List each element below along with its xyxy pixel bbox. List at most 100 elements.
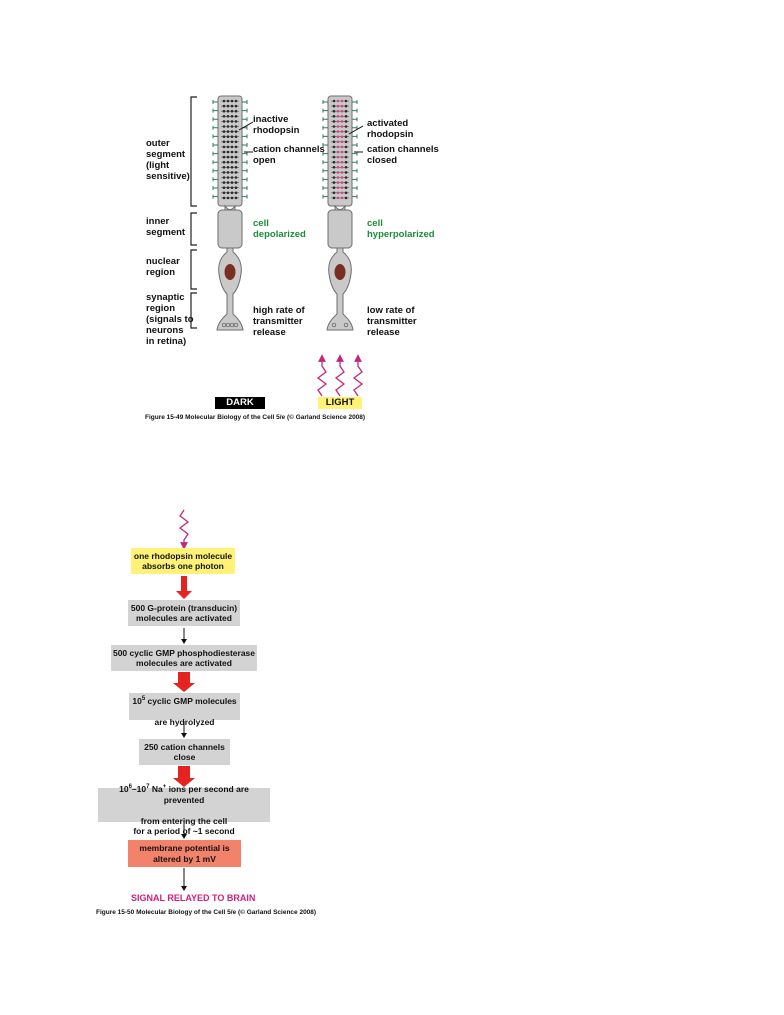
rhodopsin-molecule (234, 171, 238, 174)
rhodopsin-molecule (332, 109, 336, 113)
rhodopsin-molecule (226, 176, 230, 179)
rhodopsin-molecule (222, 104, 226, 108)
rhodopsin-molecule (336, 120, 340, 123)
arrow-step3-to-4 (173, 672, 195, 692)
cation-channel (322, 186, 328, 190)
rhodopsin-molecule (234, 181, 238, 184)
caption-figure-15-50: Figure 15-50 Molecular Biology of the Ce… (96, 909, 317, 916)
rhodopsin-molecule (222, 155, 226, 159)
rhodopsin-molecule (340, 135, 344, 138)
rhodopsin-molecule (332, 120, 336, 123)
cation-channel (212, 117, 218, 122)
rhodopsin-molecule (336, 186, 340, 189)
rhodopsin-molecule (230, 155, 234, 159)
cation-channel (212, 125, 218, 130)
rhodopsin-molecule (340, 181, 344, 184)
rhodopsin-molecule (332, 125, 336, 128)
rhodopsin-molecule (340, 145, 344, 149)
photon-arrows-icon (316, 354, 364, 397)
rhodopsin-molecule (230, 145, 234, 149)
rhodopsin-molecule (222, 130, 226, 133)
step-na-ions-blocked: 106–107 Na+ ions per second are prevente… (98, 784, 270, 836)
cation-channel (322, 160, 328, 165)
rhodopsin-molecule (226, 160, 230, 164)
cation-channel (212, 160, 218, 165)
rhodopsin-molecule (336, 181, 340, 184)
rhodopsin-molecule (234, 166, 238, 169)
cation-channel (352, 100, 358, 104)
rhodopsin-molecule (332, 191, 336, 195)
cation-channel (242, 194, 248, 199)
rhodopsin-molecule (222, 166, 226, 169)
rhodopsin-molecule (332, 135, 336, 138)
rhodopsin-molecule (340, 120, 344, 123)
synaptic-vesicle (343, 322, 349, 328)
rhodopsin-molecule (226, 120, 230, 123)
rhodopsin-molecule (340, 115, 344, 118)
cation-channel (322, 108, 328, 113)
rod-cell-light (322, 95, 358, 331)
label-inner-segment: inner segment (146, 216, 186, 238)
rhodopsin-molecule (340, 186, 344, 189)
rhodopsin-molecule (332, 104, 336, 108)
rhodopsin-molecule (340, 160, 344, 164)
bracket-synaptic (190, 292, 197, 329)
rhodopsin-molecule (230, 150, 234, 154)
step-pde-activated: 500 cyclic GMP phosphodiesterase molecul… (111, 645, 257, 671)
rhodopsin-molecule (222, 120, 226, 123)
rhodopsin-molecule (234, 140, 238, 144)
rhodopsin-molecule (336, 171, 340, 174)
rhodopsin-molecule (344, 166, 348, 169)
cation-channel (322, 143, 328, 147)
rhodopsin-molecule (336, 150, 340, 154)
rhodopsin-molecule (234, 196, 238, 200)
arrow-step6-to-7-head (181, 834, 187, 839)
tag-dark: DARK (215, 397, 265, 409)
cation-channel (212, 100, 218, 104)
rhodopsin-molecule (230, 166, 234, 169)
signal-relayed-label: SIGNAL RELAYED TO BRAIN (131, 893, 256, 903)
rhodopsin-molecule (336, 196, 340, 200)
cation-channel (212, 108, 218, 113)
arrow-step5-to-6 (173, 766, 195, 787)
rhodopsin-molecule (230, 109, 234, 113)
rhodopsin-molecule (234, 160, 238, 164)
rhodopsin-molecule (234, 125, 238, 128)
rhodopsin-molecule (340, 125, 344, 128)
arrow-step1-to-2 (176, 576, 192, 599)
synaptic-vesicle (331, 322, 337, 328)
rhodopsin-molecule (344, 196, 348, 200)
rhodopsin-molecule (332, 140, 336, 144)
rhodopsin-molecule (340, 109, 344, 113)
cation-channel (212, 134, 218, 139)
rhodopsin-molecule (336, 140, 340, 144)
rhodopsin-molecule (230, 160, 234, 164)
cation-channel (352, 160, 358, 165)
cation-channel (212, 186, 218, 190)
rhodopsin-molecule (332, 155, 336, 159)
cation-channel (212, 177, 218, 182)
rhodopsin-molecule (230, 191, 234, 195)
rhodopsin-molecule (234, 135, 238, 138)
step-channels-close: 250 cation channels close (139, 739, 230, 765)
rhodopsin-molecule (336, 104, 340, 108)
rhodopsin-molecule (340, 130, 344, 133)
rhodopsin-molecule (234, 130, 238, 133)
rhodopsin-molecule (222, 150, 226, 154)
rhodopsin-molecule (336, 160, 340, 164)
label-cell-depolarized: cell depolarized (253, 218, 306, 240)
rhodopsin-molecule (344, 176, 348, 179)
cation-channel (352, 108, 358, 113)
cation-channel (352, 186, 358, 190)
rhodopsin-molecule (226, 196, 230, 200)
rhodopsin-molecule (332, 186, 336, 189)
label-inactive-rhodopsin: inactive rhodopsin (253, 114, 300, 136)
rhodopsin-molecule (234, 109, 238, 113)
rhodopsin-molecule (340, 99, 344, 103)
rhodopsin-molecule (226, 135, 230, 138)
label-channels-closed: cation channels closed (367, 144, 439, 166)
cation-channel (322, 100, 328, 104)
rhodopsin-molecule (344, 171, 348, 174)
cation-channel (322, 125, 328, 130)
rhodopsin-molecule (336, 155, 340, 159)
